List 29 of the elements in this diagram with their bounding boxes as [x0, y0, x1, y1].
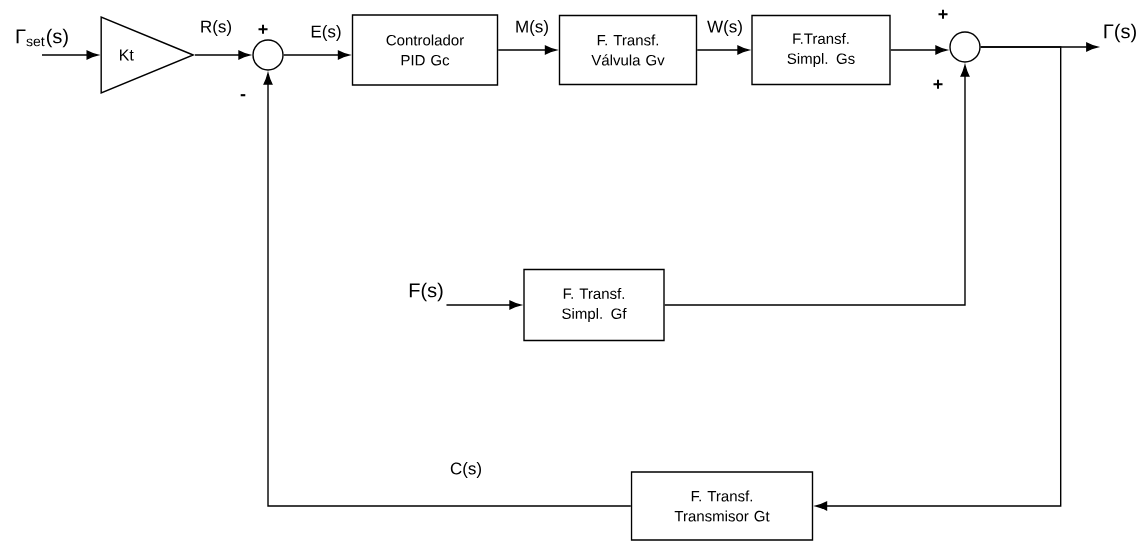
- transfer-block: F. Transf. Válvula Gv: [558, 14, 698, 86]
- arrow: [696, 45, 749, 55]
- signal-label: Γ(s): [1104, 23, 1136, 43]
- signal-label: Γ$_{set}$(s): [16, 28, 68, 48]
- arrow: [664, 65, 970, 306]
- arrow: [890, 45, 947, 55]
- edge-label: C(s): [450, 462, 481, 478]
- arrow: [497, 45, 557, 55]
- arrow: [283, 50, 350, 60]
- summing-junction: [949, 31, 981, 63]
- summing-junction: [252, 39, 284, 71]
- edge-label: M(s): [516, 20, 548, 36]
- edge-label: E(s): [311, 25, 341, 41]
- transfer-block: F. Transf. Transmisor Gt: [630, 471, 814, 541]
- transfer-block: F.Transf. Simpl. Gs: [751, 14, 891, 86]
- signal-label: F(s): [409, 282, 443, 302]
- sign-label: +: [258, 24, 268, 34]
- transfer-block: Controlador PID Gc: [351, 14, 499, 86]
- arrow: [815, 46, 1062, 511]
- edge-label: W(s): [707, 20, 742, 36]
- sign-label: -: [240, 94, 246, 97]
- edge-label: R(s): [201, 20, 231, 36]
- transfer-block: F. Transf. Simpl. Gf: [523, 268, 665, 342]
- arrow: [194, 50, 250, 60]
- arrow: [445, 300, 521, 310]
- arrow: [263, 73, 632, 507]
- sign-label: +: [938, 9, 948, 19]
- sign-label: +: [933, 79, 943, 89]
- arrow: [41, 50, 99, 60]
